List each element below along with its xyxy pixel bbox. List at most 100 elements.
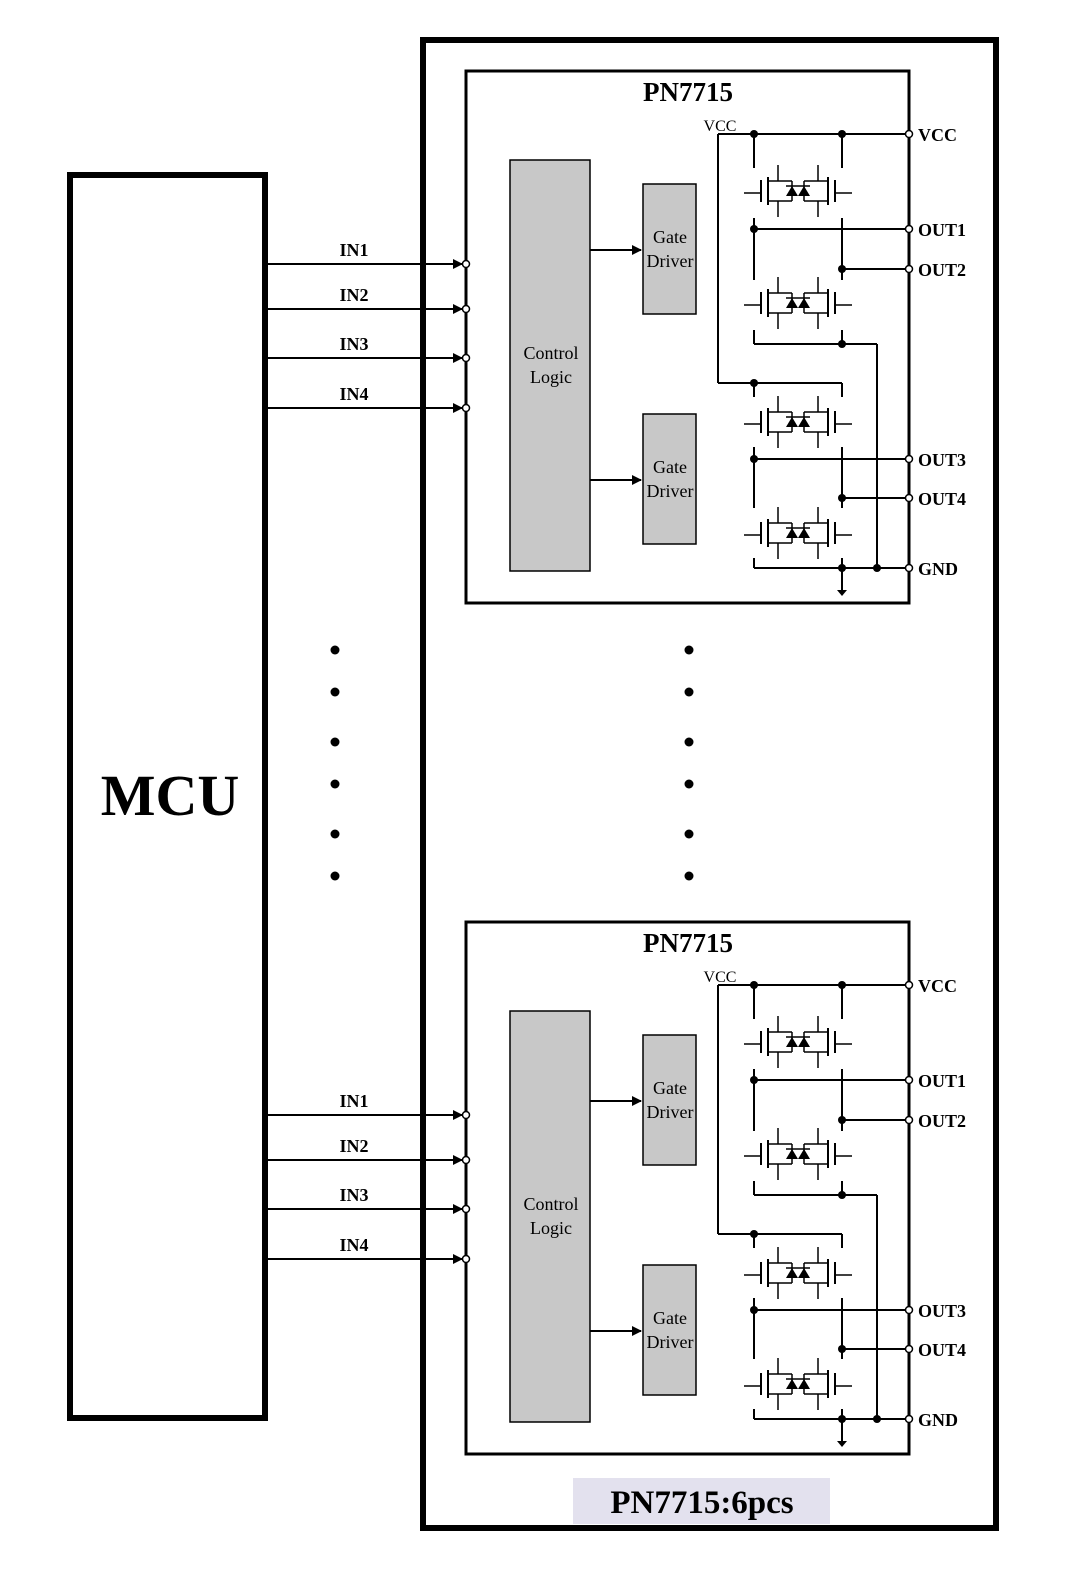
caption-label: PN7715:6pcs — [610, 1485, 793, 1521]
gate-driver-label-line1: Gate — [653, 1308, 687, 1328]
pin-terminal — [904, 1344, 914, 1354]
input-pin-in2 — [461, 1155, 471, 1165]
mosfet-symbol — [798, 1016, 852, 1068]
vcc-internal-label: VCC — [704, 969, 737, 986]
vcc-internal-label: VCC — [704, 118, 737, 135]
pin-out3-label: OUT3 — [918, 450, 966, 470]
input-pin-in1 — [461, 259, 471, 269]
mosfet-symbol — [798, 1128, 852, 1180]
body-diode — [798, 528, 810, 538]
mcu-label: MCU — [101, 763, 240, 828]
mosfet-symbol — [798, 396, 852, 448]
mosfet-symbol — [798, 1247, 852, 1299]
mosfet-symbol — [744, 1128, 798, 1180]
pin-out2-label: OUT2 — [918, 260, 966, 280]
pin-gnd-label: GND — [918, 1410, 958, 1430]
pin-gnd-label: GND — [918, 559, 958, 579]
input-pin-in4 — [461, 1254, 471, 1264]
gate-driver-label-line1: Gate — [653, 1078, 687, 1098]
input-label-in3: IN3 — [339, 1185, 368, 1205]
control-logic-label-line1: Control — [523, 1194, 578, 1214]
body-diode — [786, 298, 798, 308]
pin-out2-label: OUT2 — [918, 1111, 966, 1131]
pin-terminal — [904, 1305, 914, 1315]
outer-board-frame — [420, 37, 999, 1531]
pin-vcc-label: VCC — [918, 976, 957, 996]
pin-terminal — [904, 493, 914, 503]
pn7715-chip-bottom: PN7715ControlLogicGateDriverGateDriverVC… — [464, 920, 966, 1456]
mosfet-symbol — [744, 507, 798, 559]
chip-title: PN7715 — [643, 928, 733, 958]
pin-terminal — [904, 264, 914, 274]
mosfet-symbol — [798, 165, 852, 217]
pin-terminal — [904, 129, 914, 139]
gate-driver-label-line2: Driver — [647, 1102, 694, 1122]
gate-driver-block — [642, 1264, 697, 1396]
mosfet-symbol — [798, 277, 852, 329]
mosfet-symbol — [744, 1247, 798, 1299]
pin-terminal — [904, 563, 914, 573]
pin-out4-label: OUT4 — [918, 1340, 966, 1360]
input-pin-in2 — [461, 304, 471, 314]
chip-title: PN7715 — [643, 77, 733, 107]
body-diode — [786, 1379, 798, 1389]
gate-driver-block — [642, 183, 697, 315]
body-diode — [798, 417, 810, 427]
gate-driver-label-line2: Driver — [647, 1332, 694, 1352]
mosfet-symbol — [798, 507, 852, 559]
control-logic-label-line1: Control — [523, 343, 578, 363]
control-logic-label-line2: Logic — [530, 1218, 572, 1238]
body-diode — [786, 528, 798, 538]
input-pin-in3 — [461, 1204, 471, 1214]
gate-driver-label-line1: Gate — [653, 227, 687, 247]
caption-background — [573, 1478, 830, 1524]
gate-driver-label-line2: Driver — [647, 251, 694, 271]
input-label-in2: IN2 — [339, 285, 368, 305]
body-diode — [798, 1268, 810, 1278]
control-logic-label-line2: Logic — [530, 367, 572, 387]
pn7715-chip-top: PN7715ControlLogicGateDriverGateDriverVC… — [464, 69, 966, 605]
mcu-block — [67, 172, 268, 1421]
body-diode — [786, 1268, 798, 1278]
pin-terminal — [904, 224, 914, 234]
gate-driver-label-line2: Driver — [647, 481, 694, 501]
gate-driver-block — [642, 1034, 697, 1166]
pin-terminal — [904, 1075, 914, 1085]
gate-driver-label-line1: Gate — [653, 457, 687, 477]
body-diode — [786, 186, 798, 196]
pin-terminal — [904, 454, 914, 464]
input-pin-in1 — [461, 1110, 471, 1120]
ellipsis-right — [684, 645, 694, 881]
body-diode — [786, 1037, 798, 1047]
input-label-in1: IN1 — [339, 1091, 368, 1111]
pin-out1-label: OUT1 — [918, 220, 966, 240]
pin-out1-label: OUT1 — [918, 1071, 966, 1091]
body-diode — [798, 186, 810, 196]
control-logic-block — [509, 159, 591, 572]
body-diode — [798, 298, 810, 308]
body-diode — [798, 1037, 810, 1047]
body-diode — [798, 1379, 810, 1389]
gate-driver-block — [642, 413, 697, 545]
pin-terminal — [904, 980, 914, 990]
body-diode — [798, 1149, 810, 1159]
mosfet-symbol — [798, 1358, 852, 1410]
mosfet-symbol — [744, 277, 798, 329]
control-logic-block — [509, 1010, 591, 1423]
input-label-in3: IN3 — [339, 334, 368, 354]
input-label-in1: IN1 — [339, 240, 368, 260]
mosfet-symbol — [744, 165, 798, 217]
mosfet-symbol — [744, 1358, 798, 1410]
body-diode — [786, 1149, 798, 1159]
pin-out3-label: OUT3 — [918, 1301, 966, 1321]
body-diode — [786, 417, 798, 427]
input-pin-in4 — [461, 403, 471, 413]
pin-vcc-label: VCC — [918, 125, 957, 145]
mosfet-symbol — [744, 396, 798, 448]
pin-out4-label: OUT4 — [918, 489, 966, 509]
input-label-in4: IN4 — [339, 1235, 368, 1255]
pin-terminal — [904, 1414, 914, 1424]
